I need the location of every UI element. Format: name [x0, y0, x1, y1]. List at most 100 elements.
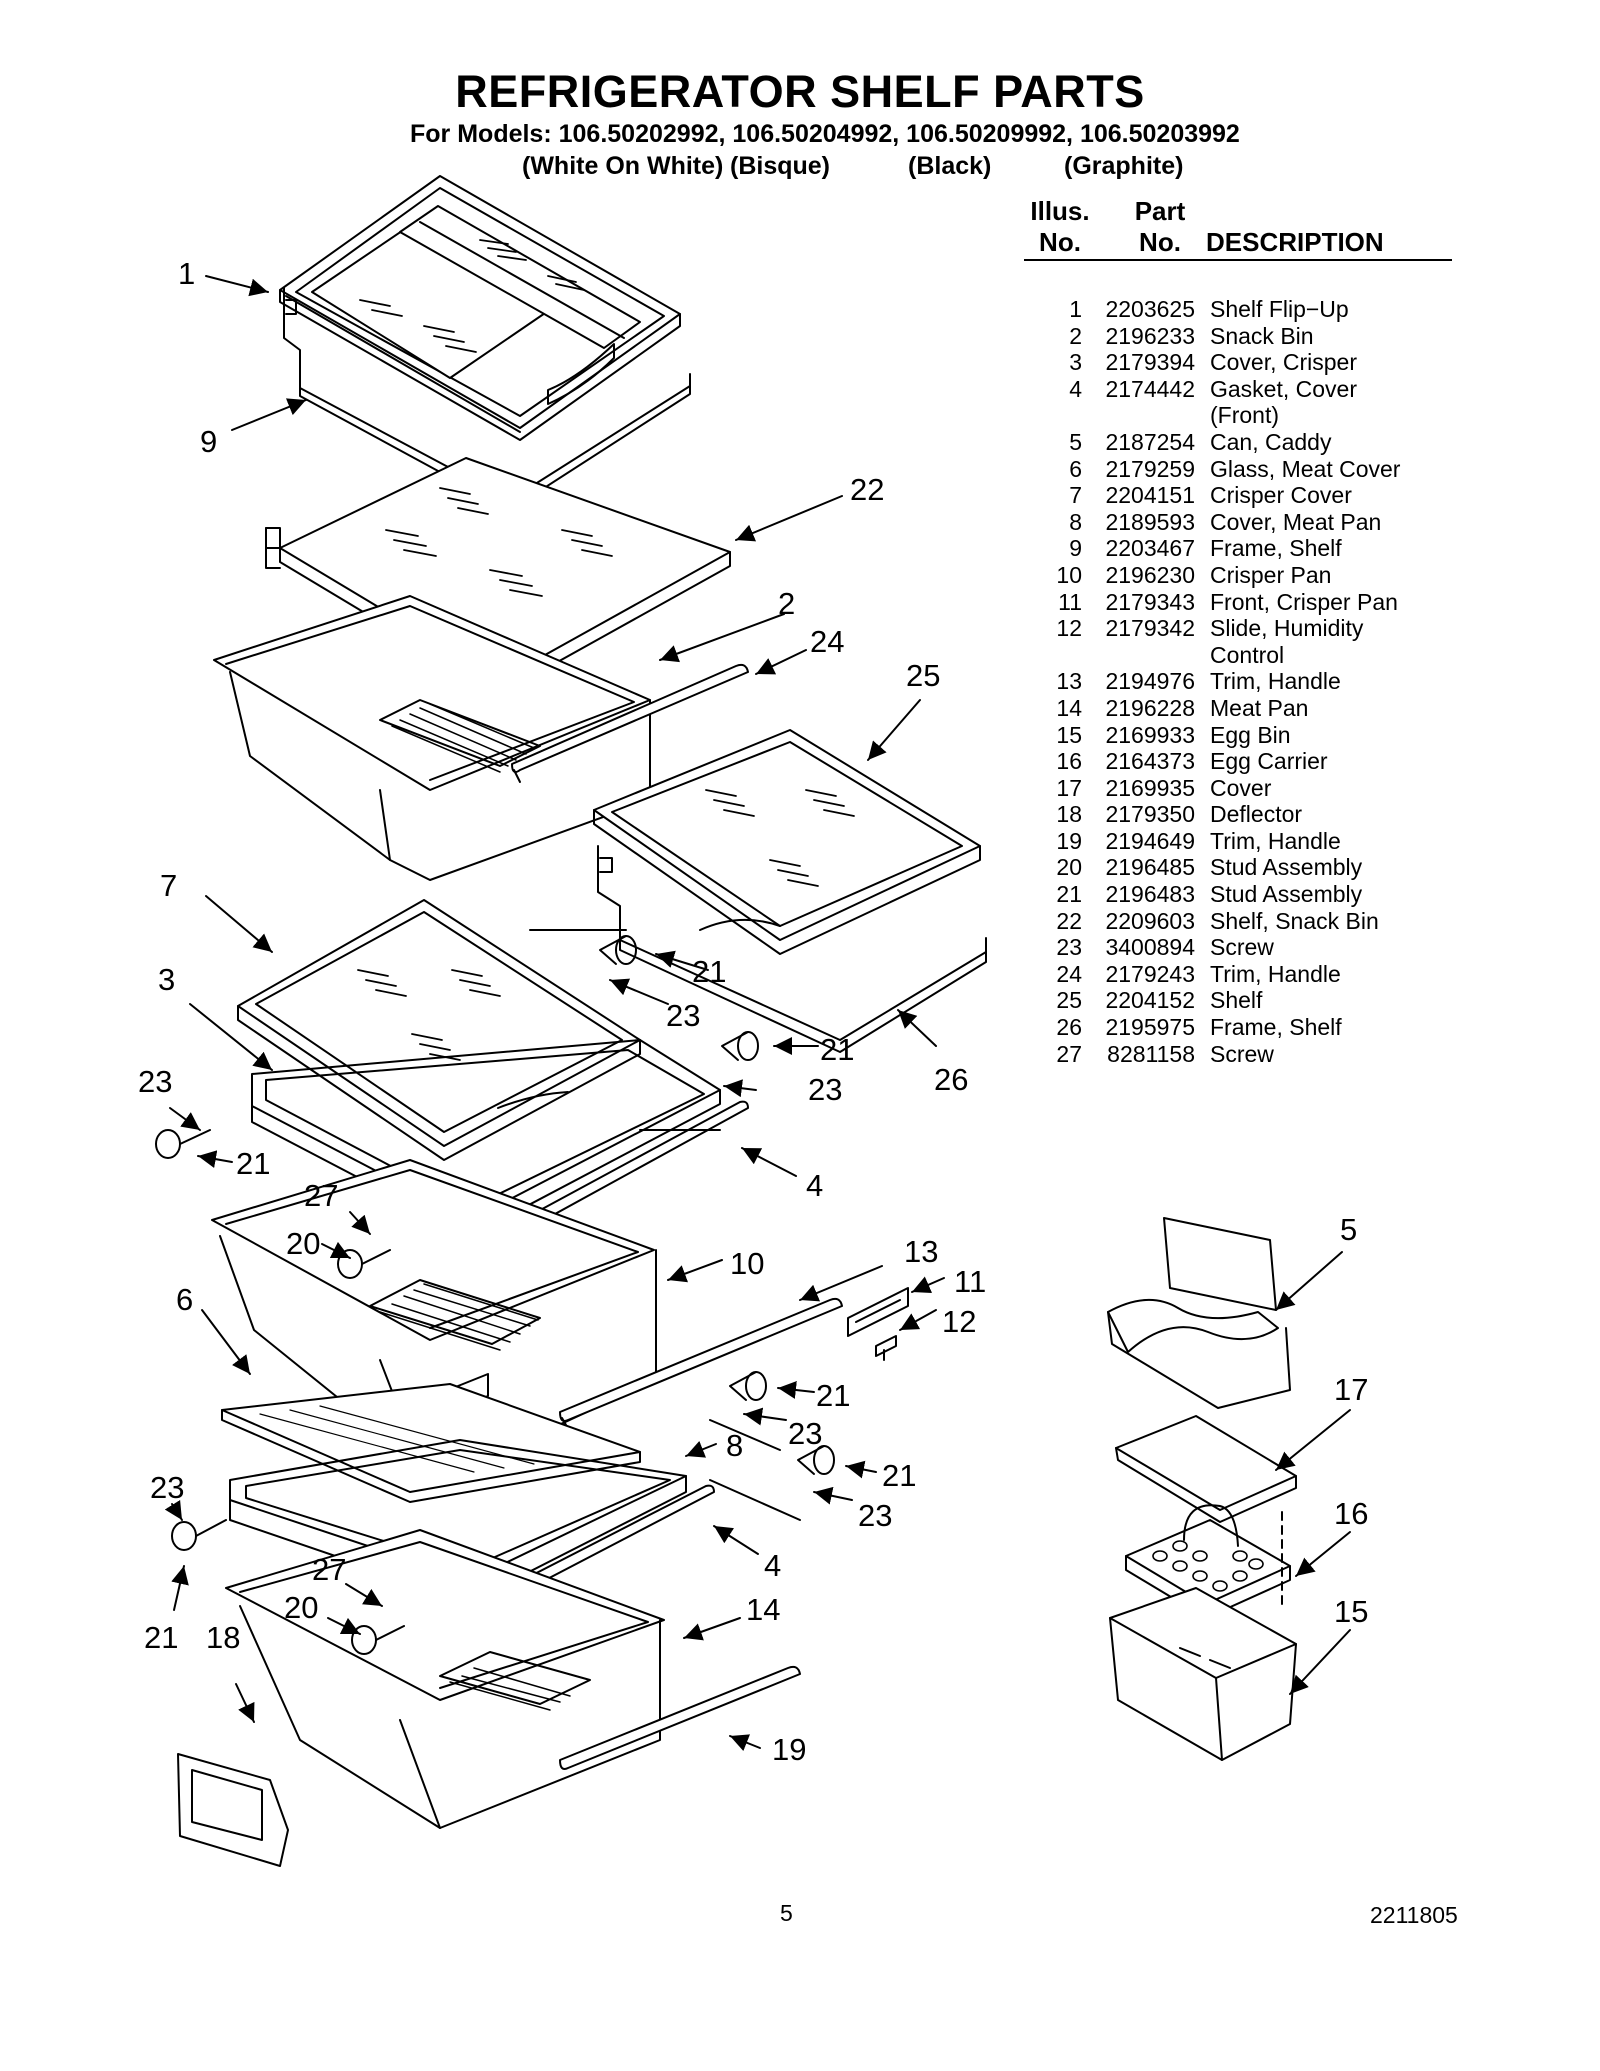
- description-cell: Trim, Handle: [1210, 668, 1341, 695]
- callout-4-b: 4: [764, 1548, 781, 1583]
- part-no-cell: 2203625: [1105, 296, 1195, 322]
- callout-15: 15: [1334, 1594, 1368, 1629]
- part-no-cell: 2179259: [1105, 455, 1195, 482]
- description-cell: Shelf, Snack Bin: [1210, 907, 1379, 934]
- illus-no-cell: 16: [1056, 748, 1082, 775]
- part-no-cell: 8281158: [1107, 1040, 1195, 1067]
- part-no-cell: 2179243: [1105, 960, 1195, 987]
- illus-no-cell: 25: [1056, 987, 1082, 1014]
- callout-18: 18: [206, 1620, 240, 1655]
- part-no-cell: 2196233: [1105, 322, 1195, 349]
- illus-no-cell: 12: [1056, 615, 1082, 642]
- page-title: REFRIGERATOR SHELF PARTS: [455, 66, 1145, 117]
- callout-2: 2: [778, 586, 795, 621]
- callout-26: 26: [934, 1062, 968, 1097]
- callout-5: 5: [1340, 1212, 1357, 1247]
- illus-no-cell: 22: [1056, 907, 1082, 934]
- part-no-cell: 2204152: [1105, 987, 1195, 1014]
- illus-no-cell: 15: [1056, 721, 1082, 748]
- trim-handle-13-drawing: [559, 1297, 843, 1433]
- callout-21-d: 21: [816, 1378, 850, 1413]
- callout-13: 13: [904, 1234, 938, 1269]
- part-no-cell: 2195975: [1105, 1014, 1195, 1041]
- meat-pan-drawing: [225, 1529, 665, 1829]
- header-rule: [1024, 259, 1452, 261]
- trim-handle-19-drawing: [559, 1665, 801, 1770]
- callout-21-f: 21: [144, 1620, 178, 1655]
- part-no-header: Part No.: [1110, 196, 1210, 258]
- parts-row: 6 2179259 Glass, Meat Cover: [1030, 456, 1400, 483]
- part-no-cell: 2196485: [1105, 854, 1195, 881]
- illus-no-cell: 18: [1056, 801, 1082, 828]
- callout-22: 22: [850, 472, 884, 507]
- part-no-cell: 2204151: [1105, 482, 1195, 509]
- egg-carrier-drawing: [1125, 1504, 1291, 1619]
- callout-23-a: 23: [138, 1064, 172, 1099]
- callout-11: 11: [954, 1264, 986, 1299]
- parts-row: 9 2203467 Frame, Shelf: [1030, 535, 1400, 562]
- description-cell: Slide, Humidity: [1210, 615, 1364, 642]
- callout-4-a: 4: [806, 1168, 823, 1203]
- part-no-cell: 2179350: [1105, 801, 1195, 828]
- description-cell: Frame, Shelf: [1210, 535, 1342, 562]
- description-cell: Deflector: [1210, 801, 1303, 828]
- callout-25: 25: [906, 658, 940, 693]
- part-no-cell: 2203467: [1105, 535, 1195, 562]
- description-cell-continued: Control: [1210, 641, 1285, 668]
- front-crisper-pan-drawing: [847, 1287, 909, 1337]
- callout-23-f: 23: [150, 1470, 184, 1505]
- callout-21-a: 21: [692, 954, 726, 989]
- description-cell: Screw: [1210, 934, 1274, 961]
- illus-no-cell: 23: [1056, 934, 1082, 961]
- description-cell: Glass, Meat Cover: [1210, 455, 1401, 482]
- description-cell: Frame, Shelf: [1210, 1014, 1342, 1041]
- illus-no-cell: 1: [1069, 296, 1082, 322]
- part-header-line2: No.: [1139, 227, 1181, 257]
- color-bisque: (Bisque): [730, 152, 830, 180]
- page-number: 5: [780, 1900, 793, 1926]
- description-cell: Gasket, Cover: [1210, 375, 1357, 402]
- illus-no-cell: 9: [1069, 535, 1082, 562]
- illus-no-cell: 11: [1058, 588, 1082, 615]
- slide-humidity-control-drawing: [875, 1335, 897, 1361]
- part-no-cell: 2174442: [1105, 375, 1195, 402]
- color-black: (Black): [908, 152, 992, 180]
- illus-no-cell: 6: [1069, 455, 1082, 482]
- callout-17: 17: [1334, 1372, 1368, 1407]
- part-no-cell: 2164373: [1105, 748, 1195, 775]
- callout-numbers: 1 9 22 2 24 25 7 3 23 21 23 21 23 26 21 …: [138, 256, 1368, 1767]
- part-no-cell: 2194649: [1105, 827, 1195, 854]
- parts-row: 12 2179342 Slide, Humidity: [1030, 615, 1400, 642]
- callout-23-d: 23: [788, 1416, 822, 1451]
- callout-21-c: 21: [236, 1146, 270, 1181]
- color-graphite: (Graphite): [1064, 152, 1184, 180]
- part-no-cell: 2169935: [1105, 774, 1195, 801]
- callout-24: 24: [810, 624, 844, 659]
- illus-no-cell: 8: [1069, 508, 1082, 535]
- callout-9: 9: [200, 424, 217, 459]
- callout-20-a: 20: [286, 1226, 320, 1261]
- part-no-cell: 2179342: [1105, 615, 1195, 642]
- description-cell: Egg Bin: [1210, 721, 1291, 748]
- description-cell: Stud Assembly: [1210, 854, 1363, 881]
- description-cell: Cover, Crisper: [1210, 349, 1357, 376]
- description-cell: Meat Pan: [1210, 694, 1309, 721]
- illus-no-cell: 27: [1056, 1040, 1082, 1067]
- description-cell: Crisper Pan: [1210, 561, 1332, 588]
- callout-leaders: [164, 275, 1351, 1752]
- shelf-flip-up-drawing: [279, 175, 681, 441]
- illus-no-cell: 13: [1056, 668, 1082, 695]
- part-no-cell: 2196228: [1105, 694, 1195, 721]
- parts-row-continuation: (Front): [1030, 402, 1400, 429]
